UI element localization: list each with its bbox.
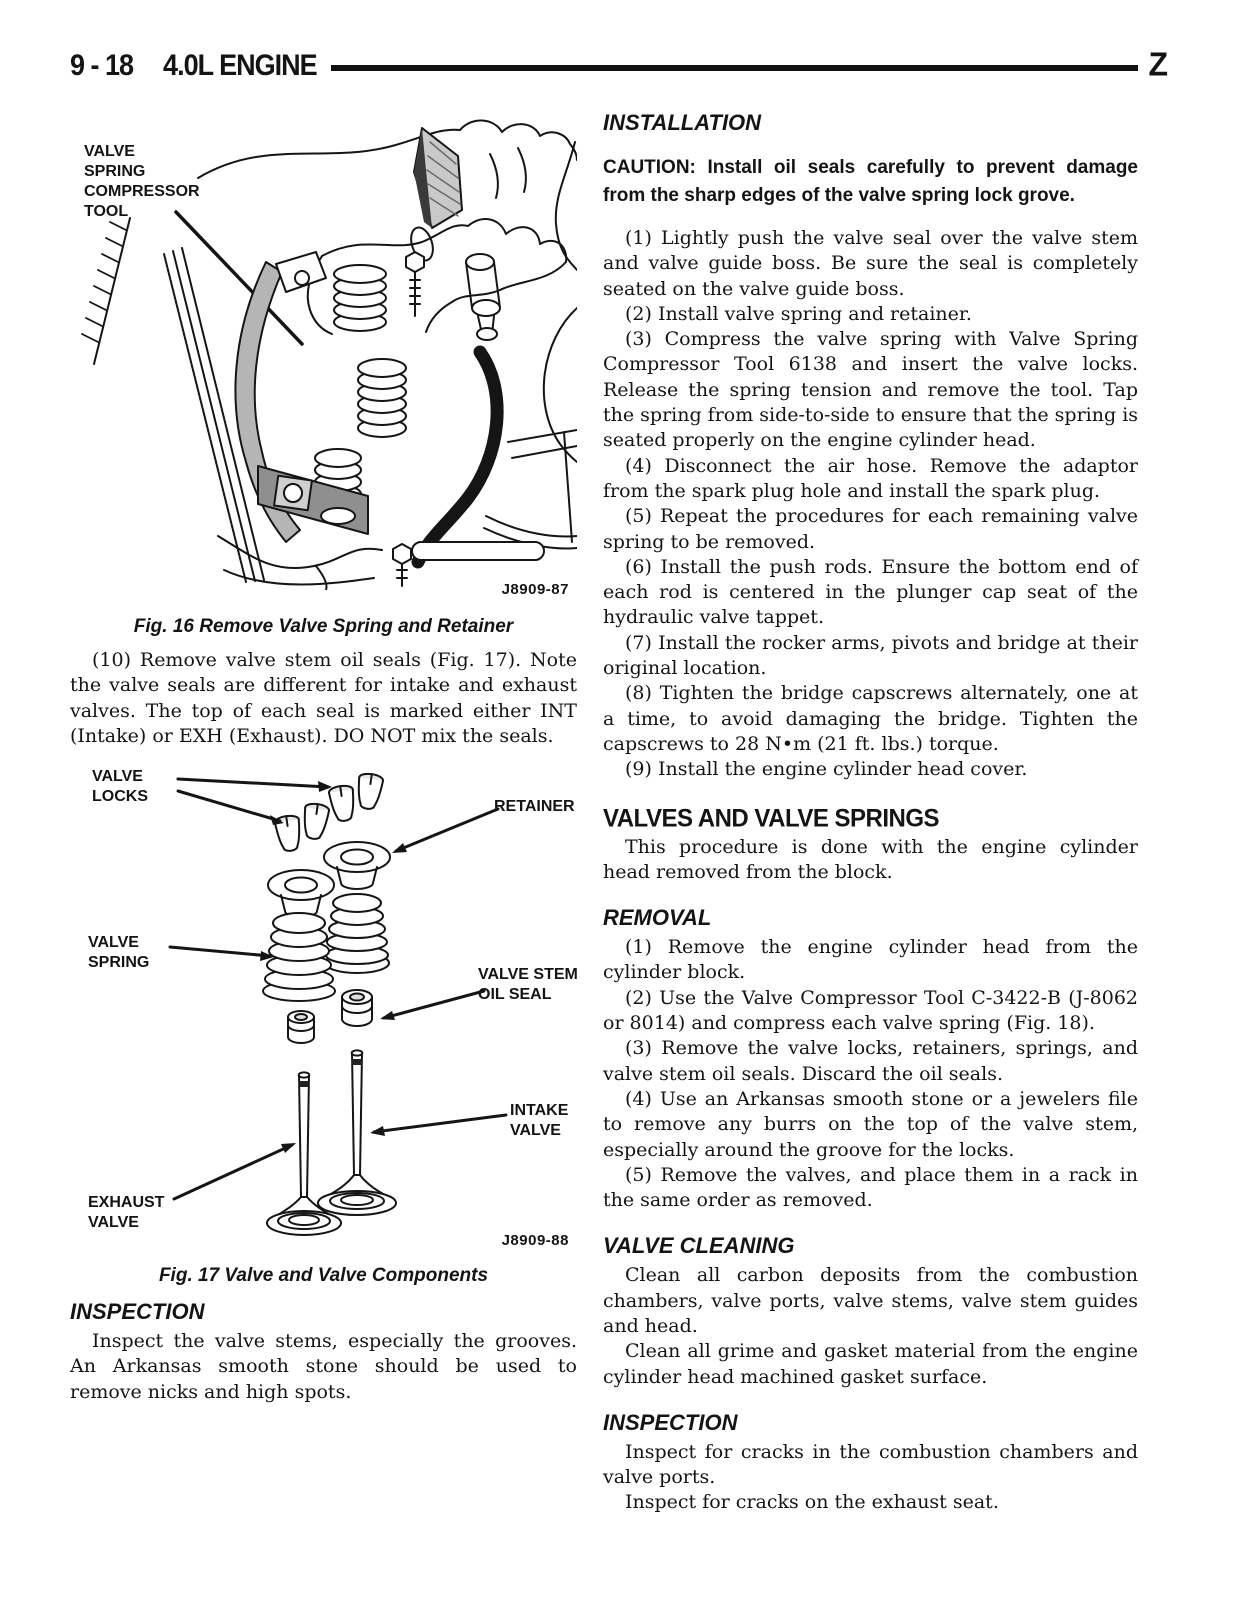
- valve-cleaning-paragraph: Clean all grime and gasket material from…: [603, 1340, 1138, 1388]
- removal-step: (3) Remove the valve locks, retainers, s…: [603, 1037, 1138, 1085]
- installation-step: (6) Install the push rods. Ensure the bo…: [603, 555, 1138, 629]
- inspection-paragraph-right: Inspect for cracks in the combustion cha…: [603, 1440, 1138, 1489]
- exhaust-valve-drawing: [266, 1071, 342, 1237]
- valve-spring-label: VALVE SPRING: [88, 934, 150, 972]
- installation-step: (2) Install valve spring and retainer.: [625, 302, 972, 325]
- figure-17: VALVE LOCKS RETAINER VALVE SPRING VALVE …: [70, 751, 578, 1251]
- inspection-heading-left: INSPECTION: [70, 1299, 205, 1325]
- valve-stem-oil-seal-label: VALVE STEM OIL SEAL: [478, 966, 578, 1004]
- installation-heading: INSTALLATION: [603, 110, 762, 135]
- valve-locks-drawing: [273, 773, 385, 853]
- leader-line: [174, 210, 304, 346]
- removal-heading: REMOVAL: [603, 905, 712, 931]
- step-10-paragraph: (10) Remove valve stem oil seals (Fig. 1…: [70, 649, 577, 747]
- installation-steps: (1) Lightly push the valve seal over the…: [603, 226, 1138, 783]
- removal-step: (5) Remove the valves, and place them in…: [603, 1163, 1138, 1212]
- oil-seal-drawing: [287, 989, 373, 1045]
- installation-step: (4) Disconnect the air hose. Remove the …: [603, 454, 1138, 502]
- installation-step: (7) Install the rocker arms, pivots and …: [603, 631, 1138, 680]
- section-title: 4.0L ENGINE: [163, 48, 318, 82]
- fig17-illustration: [168, 773, 508, 1237]
- valve-cleaning-heading: VALVE CLEANING: [603, 1233, 795, 1259]
- installation-step: (3) Compress the valve spring with Valve…: [603, 328, 1139, 452]
- corner-letter: Z: [1148, 45, 1168, 83]
- installation-step: (9) Install the engine cylinder head cov…: [625, 758, 1028, 781]
- intake-valve-label: INTAKE VALVE: [510, 1102, 569, 1140]
- intake-valve-drawing: [317, 1049, 397, 1217]
- removal-step: (1) Remove the engine cylinder head from…: [603, 936, 1138, 984]
- removal-steps: (1) Remove the engine cylinder head from…: [603, 935, 1138, 1213]
- caution-text: CAUTION: Install oil seals carefully to …: [603, 157, 1138, 206]
- inspection-paragraph-left: Inspect the valve stems, especially the …: [70, 1330, 577, 1403]
- installation-step: (5) Repeat the procedures for each remai…: [603, 505, 1138, 553]
- page-number: 9 - 18: [70, 48, 134, 82]
- left-column: VALVE SPRING COMPRESSOR TOOL: [70, 0, 578, 1405]
- removal-step: (2) Use the Valve Compressor Tool C-3422…: [603, 986, 1138, 1035]
- valves-intro-paragraph: This procedure is done with the engine c…: [603, 835, 1138, 883]
- removal-step: (4) Use an Arkansas smooth stone or a je…: [603, 1087, 1138, 1161]
- figure-16-caption: Fig. 16 Remove Valve Spring and Retainer: [133, 616, 514, 637]
- valve-cleaning-paragraph: Clean all carbon deposits from the combu…: [603, 1264, 1138, 1337]
- header-rule: [330, 64, 1139, 71]
- page-header: 9 - 18 4.0L ENGINE Z: [70, 45, 1168, 83]
- fig16-illustration: [81, 119, 577, 590]
- right-column: INSTALLATION CAUTION: Install oil seals …: [603, 0, 1138, 1516]
- valve-spring-drawing: [262, 893, 390, 1003]
- figure-16: VALVE SPRING COMPRESSOR TOOL: [70, 112, 577, 598]
- valve-locks-label: VALVE LOCKS: [92, 768, 148, 806]
- installation-step: (1) Lightly push the valve seal over the…: [603, 227, 1138, 300]
- figure-17-caption: Fig. 17 Valve and Valve Components: [158, 1265, 489, 1287]
- valve-spring-compressor-tool-label: VALVE SPRING COMPRESSOR TOOL: [84, 143, 200, 220]
- valves-and-valve-springs-heading: VALVES AND VALVE SPRINGS: [603, 803, 940, 833]
- figure-code: J8909-88: [501, 1232, 569, 1250]
- installation-step: (8) Tighten the bridge capscrews alterna…: [603, 682, 1138, 755]
- inspection-heading-right: INSPECTION: [603, 1409, 738, 1435]
- exhaust-valve-label: EXHAUST VALVE: [88, 1194, 165, 1232]
- inspection-paragraph-right: Inspect for cracks on the exhaust seat.: [625, 1491, 999, 1514]
- retainer-label: RETAINER: [494, 798, 575, 816]
- retainer-drawing: [267, 841, 391, 919]
- figure-code: J8909-87: [501, 581, 569, 598]
- leader-arrows: [168, 777, 508, 1201]
